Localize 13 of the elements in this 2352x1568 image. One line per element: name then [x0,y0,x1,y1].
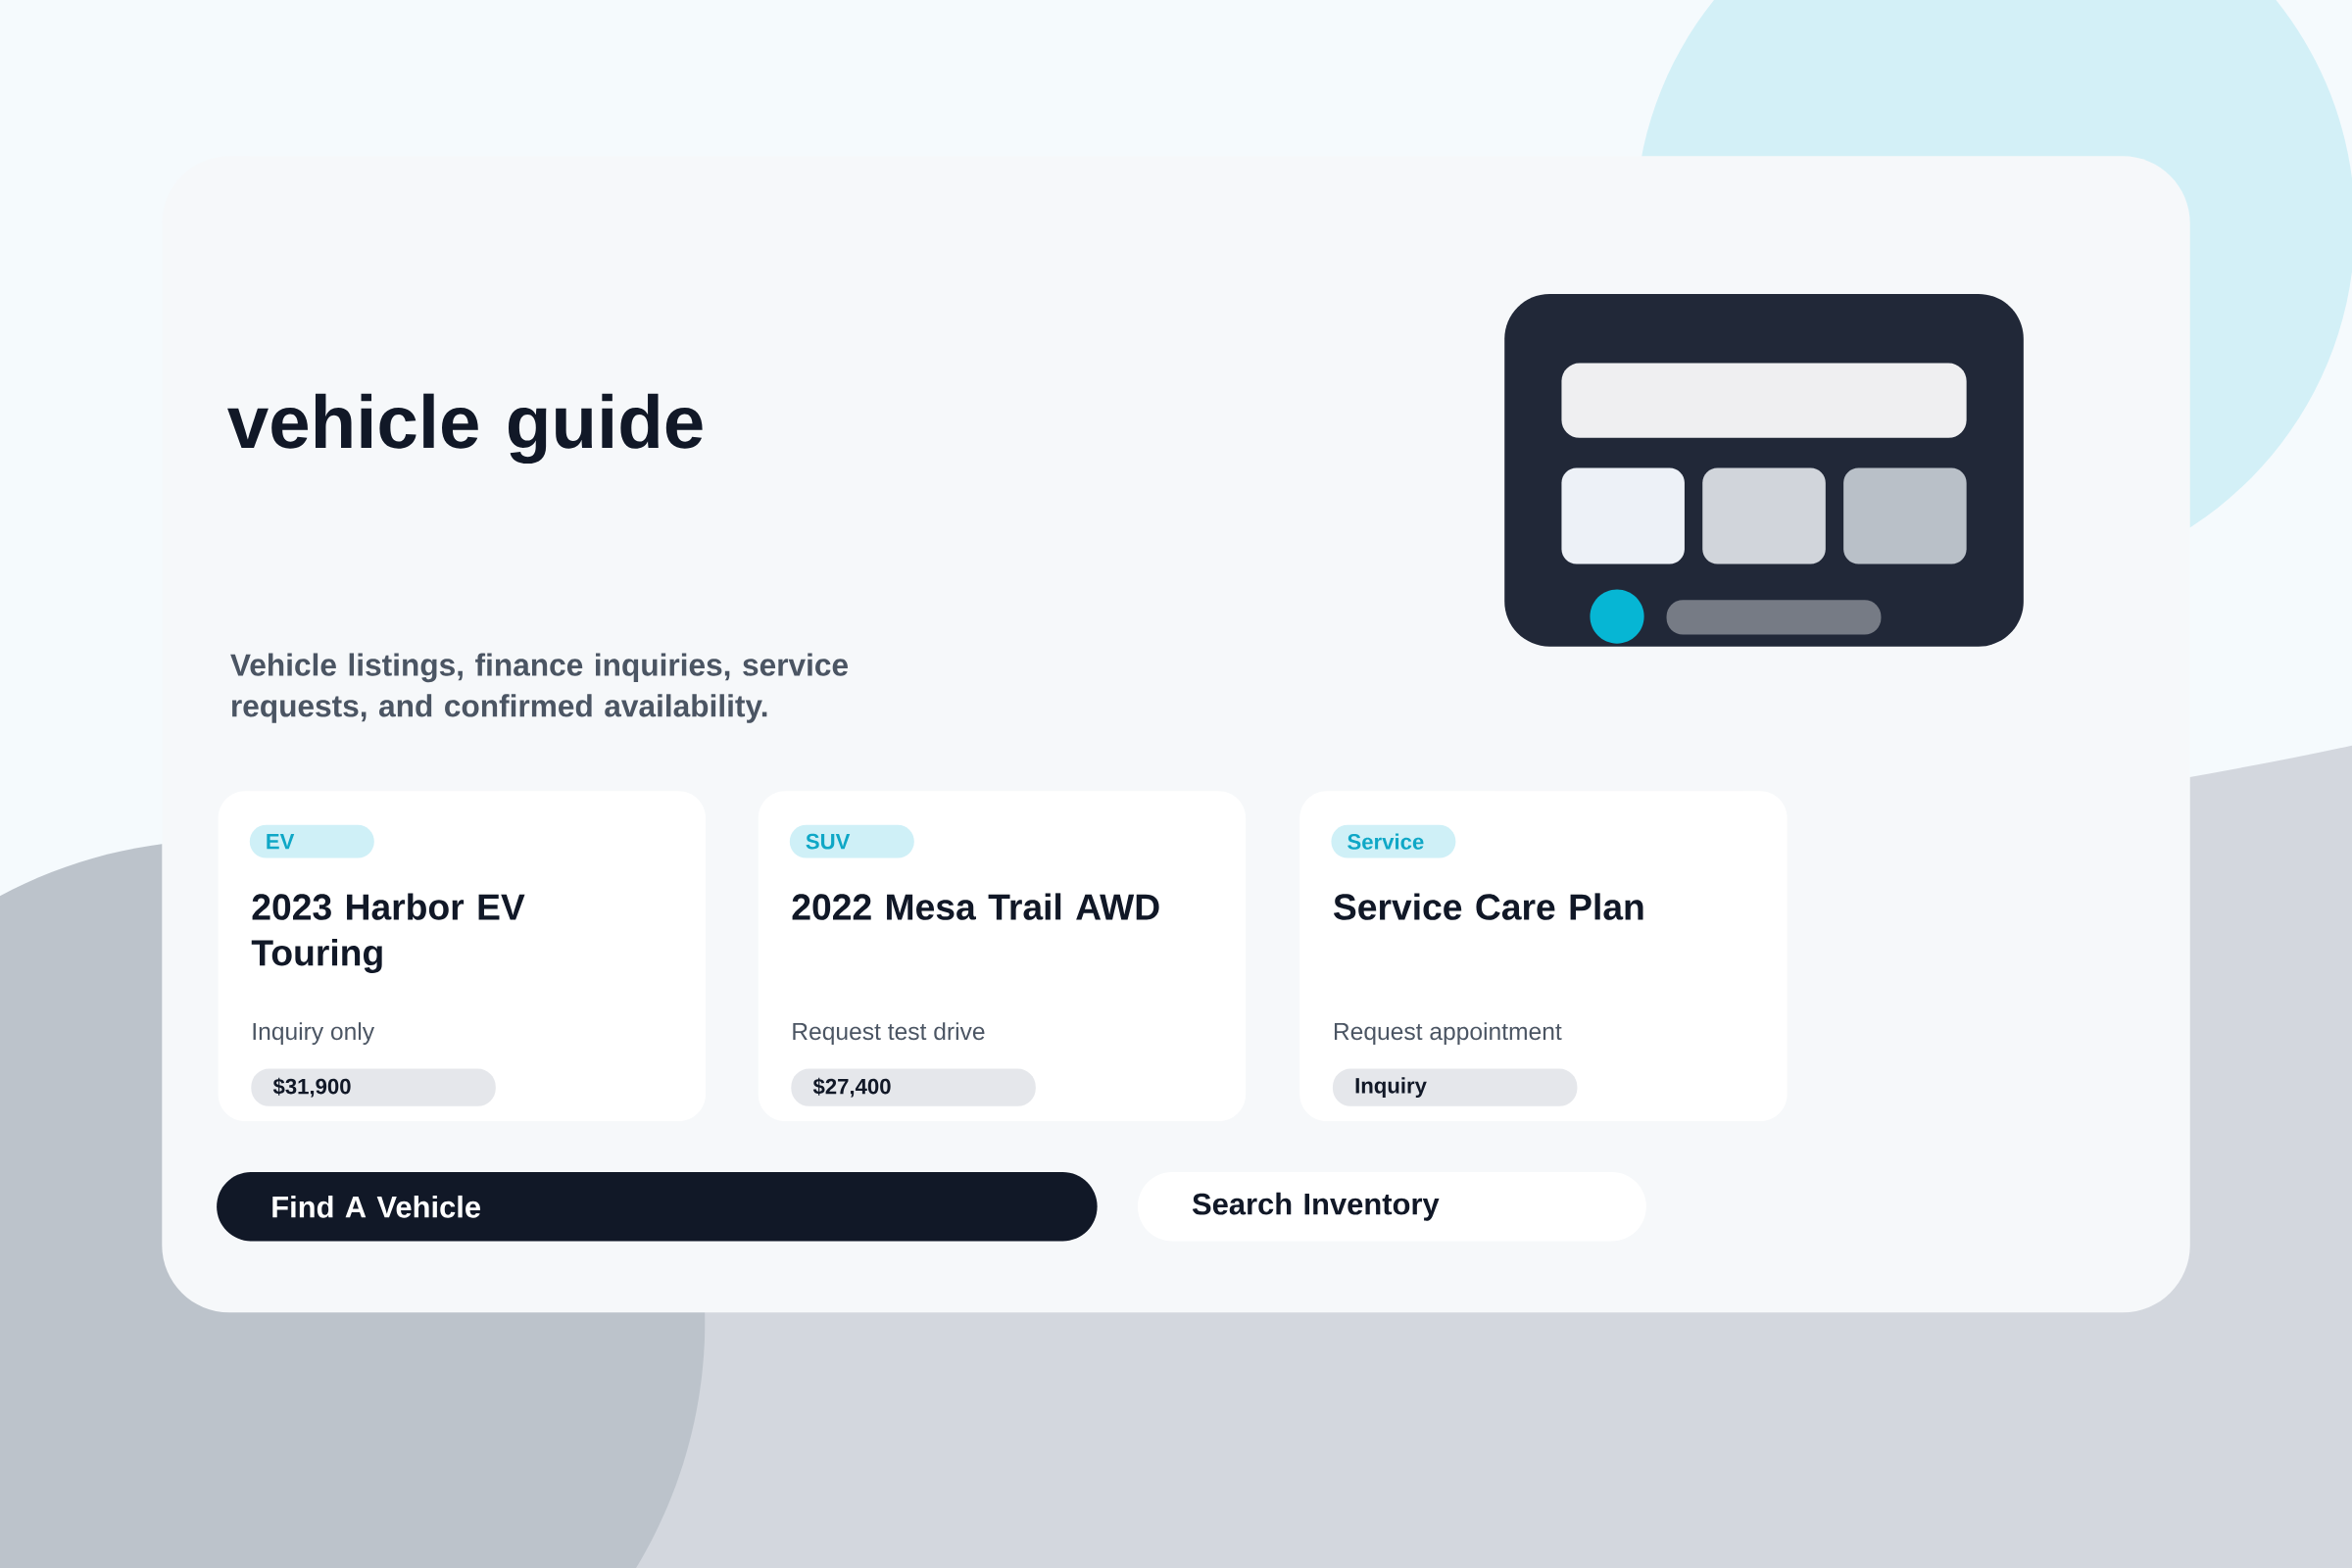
price-pill: Inquiry [1332,1068,1578,1106]
subtitle: Vehicle listings, finance inquiries, service requests, and confirmed availability. [230,653,848,723]
price-pill: $27,400 [791,1068,1036,1106]
price-pill: $31,900 [251,1068,496,1106]
card-note: Request appointment [1334,1022,1562,1046]
card-title: Service Care Plan [1334,893,1643,920]
card-title: 2022 Mesa Trail AWD [792,893,1159,920]
card-title: 2023 Harbor EV Touring [251,893,525,973]
secondary-button: Search Inventory [1137,1172,1646,1242]
card-note: Request test drive [793,1022,985,1046]
page-title: vehicle guide [227,393,703,465]
card-note: Inquiry only [253,1022,374,1046]
primary-button: Find A Vehicle [217,1172,1098,1242]
